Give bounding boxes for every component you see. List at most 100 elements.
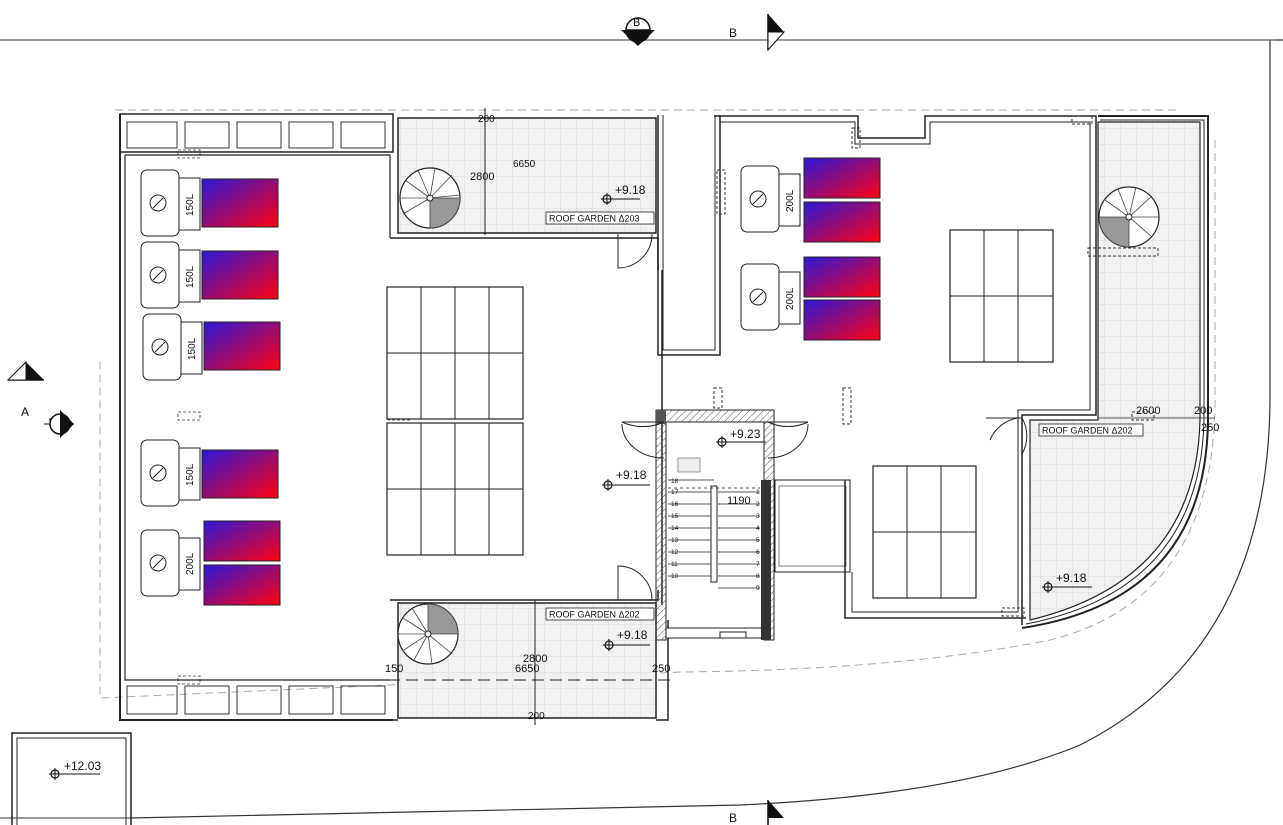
spiral-stair-icon [397, 603, 459, 665]
step-number: 17 [671, 489, 679, 496]
stair-core: 18 17 16 15 14 13 12 11 10 1 2 3 4 5 6 7… [621, 387, 852, 641]
step-number: 12 [671, 549, 679, 556]
water-heater: 200L [740, 263, 801, 331]
dim-6650-bottom: 6650 [515, 663, 539, 675]
section-marker-b-top: B [621, 17, 655, 46]
right-roof-block [657, 115, 1097, 625]
solar-panel [201, 250, 279, 300]
room-label-roof-garden-202: ROOF GARDEN Δ202 [549, 610, 640, 620]
elevation-marker [602, 479, 650, 491]
door-swing-icon [617, 565, 653, 601]
step-number: 7 [756, 561, 760, 568]
elevation-marker [716, 436, 766, 448]
dim-2800-top: 2800 [470, 171, 494, 183]
step-number: 3 [756, 513, 760, 520]
solar-panel [803, 201, 881, 243]
step-number: 10 [671, 573, 679, 580]
step-number: 5 [756, 537, 760, 544]
elevation-marker [1042, 581, 1092, 593]
water-heater: 150L [140, 241, 201, 309]
step-number: 15 [671, 513, 679, 520]
spiral-stair-icon [399, 167, 461, 229]
water-heater: 150L [140, 169, 201, 237]
step-number: 6 [756, 549, 760, 556]
door-swing-icon [767, 423, 809, 459]
dim-200-bottom: 200 [528, 711, 545, 722]
dim-250-bottom: 250 [652, 663, 670, 675]
stair-step-numbers: 18 17 16 15 14 13 12 11 10 1 2 3 4 5 6 7… [671, 478, 760, 592]
solar-panel [201, 178, 279, 228]
heater-capacity-label: 150L [185, 265, 196, 288]
solar-panel [803, 157, 881, 199]
step-number: 13 [671, 537, 679, 544]
elevation-label: +9.18 [1056, 571, 1087, 585]
elevation-label: +9.18 [615, 183, 646, 197]
spiral-stair-icon [1098, 186, 1160, 248]
room-label-roof-garden-203: ROOF GARDEN Δ203 [549, 214, 640, 224]
door-swing-icon [986, 417, 1028, 455]
room-label-box [545, 211, 655, 225]
dim-6650-top: 6650 [513, 159, 536, 170]
door-swing-icon [617, 233, 653, 269]
water-heater: 200L [740, 165, 801, 233]
outbuilding: +12.03 [11, 732, 132, 825]
left-water-heaters: 150L 150L 150L 150L 200L [140, 169, 281, 606]
roof-outline-dashed [99, 109, 1216, 699]
lightwell [774, 479, 851, 573]
elevation-label-stair: +9.23 [730, 427, 761, 441]
solar-panel [203, 564, 281, 606]
dim-2800-bottom: 2800 [523, 653, 547, 665]
water-heater: 150L [140, 439, 201, 507]
rooftop-unit-right-bottom [872, 465, 977, 599]
heater-capacity-label: 200L [185, 552, 196, 575]
roof-garden-202-right: 2600 200 250 ROOF GARDEN Δ202 +9.18 [1021, 115, 1219, 629]
rooftop-unit-center-bottom [386, 422, 524, 556]
room-label-box [545, 607, 655, 621]
rooftop-unit-center-top [386, 286, 524, 420]
heater-capacity-label: 200L [785, 287, 796, 310]
stair-treads [668, 479, 760, 589]
dim-2600: 2600 [1136, 405, 1160, 417]
solar-panel [201, 449, 279, 499]
step-number: 18 [671, 478, 679, 485]
section-marker-a-left [44, 410, 74, 438]
elevation-label-center: +9.18 [616, 468, 647, 482]
heater-capacity-label: 150L [187, 337, 198, 360]
section-arrow-b-bottom: B [729, 800, 784, 825]
solar-panel [203, 321, 281, 371]
solar-panel [803, 256, 881, 298]
water-heater: 200L [140, 529, 201, 597]
step-number: 14 [671, 525, 679, 532]
dim-stair-width: 1190 [727, 495, 751, 507]
step-number: 1 [756, 489, 760, 496]
step-number: 4 [756, 525, 760, 532]
section-arrow-letter: A [21, 405, 29, 419]
elevation-marker [603, 639, 650, 651]
step-number: 16 [671, 501, 679, 508]
step-number: 11 [671, 561, 678, 568]
left-block-bottom-edge [393, 620, 669, 721]
door-swing-icon [621, 423, 665, 459]
heater-capacity-label: 150L [185, 463, 196, 486]
heater-capacity-label: 150L [185, 193, 196, 216]
water-heater: 150L [142, 313, 203, 381]
solar-panel [803, 299, 881, 341]
dim-200-right: 200 [1194, 405, 1212, 417]
property-boundary-right [129, 39, 1283, 819]
solar-panel [203, 520, 281, 562]
elevation-label-outbuilding: +12.03 [64, 759, 101, 773]
roof-garden-203: 2800 200 6650 +9.18 ROOF GARDEN Δ203 [397, 108, 657, 269]
elevation-marker [49, 768, 100, 780]
right-water-heaters: 200L 200L [740, 157, 881, 341]
room-label-roof-garden-202-right: ROOF GARDEN Δ202 [1042, 426, 1133, 436]
section-arrow-a-left: A [6, 360, 44, 419]
roof-garden-202-left: 2800 6650 150 250 200 +9.18 ROOF GARDEN … [385, 565, 670, 725]
section-marker-letter: B [633, 17, 640, 29]
dim-150-bottom: 150 [385, 663, 403, 675]
section-arrow-b-top: B [729, 14, 786, 52]
step-number: 2 [756, 501, 760, 508]
elevation-label: +9.18 [617, 628, 648, 642]
step-number: 9 [756, 585, 760, 592]
dim-200-top: 200 [478, 114, 495, 125]
